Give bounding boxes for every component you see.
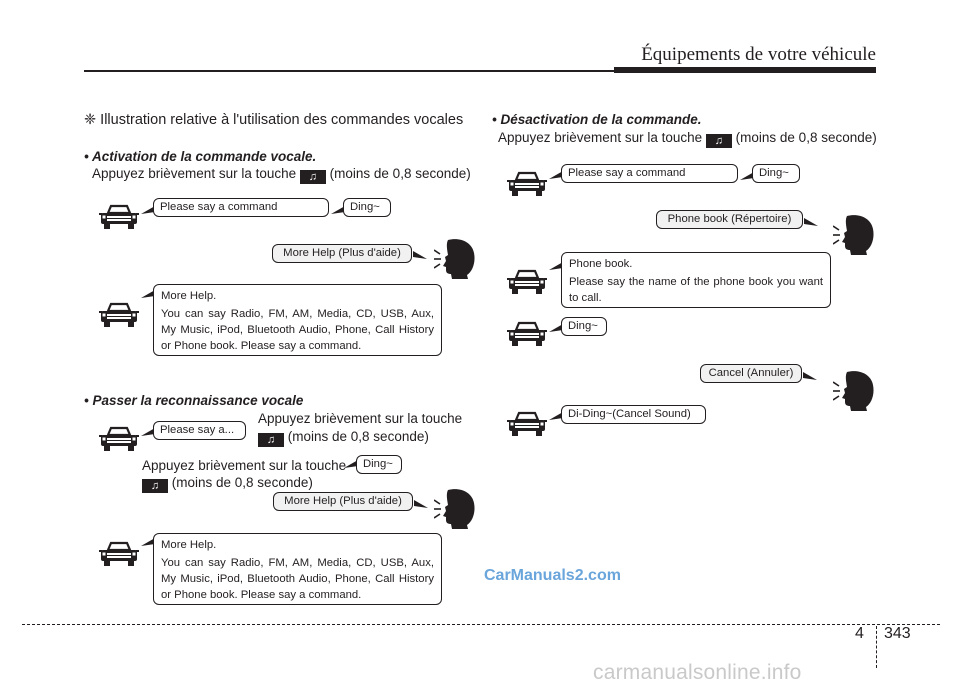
help-response-text: You can say Radio, FM, AM, Media, CD, US… bbox=[161, 308, 434, 352]
user-reply-bubble: Phone book (Répertoire) bbox=[656, 210, 803, 229]
speaking-head-icon bbox=[434, 488, 478, 530]
speaking-head-icon bbox=[833, 370, 877, 412]
footer-rule bbox=[22, 624, 940, 625]
car-icon bbox=[99, 301, 139, 329]
activation-instruction-after: (moins de 0,8 seconde) bbox=[329, 166, 471, 181]
voice-command-key-icon: ♫ bbox=[142, 479, 168, 493]
cancel-sound-bubble: Di-Ding~(Cancel Sound) bbox=[561, 405, 706, 424]
skip-title: • Passer la reconnaissance vocale bbox=[84, 393, 304, 408]
car-icon bbox=[99, 425, 139, 453]
system-prompt-bubble: Please say a... bbox=[153, 421, 246, 440]
system-prompt-bubble: Please say a command bbox=[561, 164, 738, 183]
speaking-head-icon bbox=[833, 214, 877, 256]
car-icon bbox=[507, 410, 547, 438]
watermark-secondary: carmanualsonline.info bbox=[593, 661, 802, 684]
deactivation-instruction-before: Appuyez brièvement sur la touche bbox=[498, 130, 703, 145]
car-icon bbox=[99, 540, 139, 568]
help-response-bubble: More Help. You can say Radio, FM, AM, Me… bbox=[153, 533, 442, 605]
page-number: 343 bbox=[884, 625, 911, 642]
deactivation-instruction-after: (moins de 0,8 seconde) bbox=[735, 130, 877, 145]
skip-note-1-line1: Appuyez brièvement sur la touche bbox=[258, 411, 463, 426]
ding-bubble: Ding~ bbox=[561, 317, 607, 336]
watermark-primary: CarManuals2.com bbox=[484, 567, 621, 584]
section-number: 4 bbox=[855, 625, 864, 642]
bubble-tail bbox=[413, 251, 427, 261]
car-icon bbox=[507, 320, 547, 348]
phonebook-response-bubble: Phone book. Please say the name of the p… bbox=[561, 252, 831, 308]
activation-instruction: Appuyez brièvement sur la touche ♫ (moin… bbox=[92, 166, 471, 184]
illustration-note: ❈ Illustration relative à l'utilisation … bbox=[84, 112, 464, 128]
skip-note-2-after: (moins de 0,8 seconde) bbox=[171, 475, 313, 490]
deactivation-title: • Désactivation de la commande. bbox=[492, 112, 702, 127]
ding-bubble: Ding~ bbox=[752, 164, 800, 183]
bubble-tail bbox=[804, 218, 818, 228]
footer-divider bbox=[876, 626, 877, 668]
user-reply-bubble: Cancel (Annuler) bbox=[700, 364, 802, 383]
car-icon bbox=[507, 268, 547, 296]
deactivation-instruction: Appuyez brièvement sur la touche ♫ (moin… bbox=[498, 130, 877, 148]
voice-command-key-icon: ♫ bbox=[299, 170, 326, 184]
user-reply-bubble: More Help (Plus d'aide) bbox=[272, 244, 412, 263]
system-prompt-bubble: Please say a command bbox=[153, 198, 329, 217]
car-icon bbox=[507, 170, 547, 198]
skip-note-2-line1: Appuyez brièvement sur la touche bbox=[142, 458, 347, 473]
speaking-head-icon bbox=[434, 238, 478, 280]
user-reply-bubble: More Help (Plus d'aide) bbox=[273, 492, 413, 511]
car-icon bbox=[99, 203, 139, 231]
phonebook-response-text: Please say the name of the phone book yo… bbox=[569, 276, 823, 304]
bubble-tail bbox=[803, 372, 817, 382]
bubble-tail bbox=[414, 500, 428, 510]
header-rule-bold bbox=[614, 67, 876, 73]
chapter-title: Équipements de votre véhicule bbox=[641, 44, 876, 65]
skip-note-1-after: (moins de 0,8 seconde) bbox=[287, 429, 429, 444]
help-response-first: More Help. bbox=[161, 539, 217, 551]
header-rule bbox=[84, 70, 614, 72]
activation-title: • Activation de la commande vocale. bbox=[84, 149, 317, 164]
voice-command-key-icon: ♫ bbox=[258, 433, 284, 447]
voice-command-key-icon: ♫ bbox=[705, 134, 732, 148]
ding-bubble: Ding~ bbox=[356, 455, 402, 474]
ding-bubble: Ding~ bbox=[343, 198, 391, 217]
help-response-bubble: More Help. You can say Radio, FM, AM, Me… bbox=[153, 284, 442, 356]
help-response-text: You can say Radio, FM, AM, Media, CD, US… bbox=[161, 557, 434, 601]
activation-instruction-before: Appuyez brièvement sur la touche bbox=[92, 166, 297, 181]
skip-note-2-line2: ♫ (moins de 0,8 seconde) bbox=[142, 475, 313, 493]
phonebook-response-first: Phone book. bbox=[569, 258, 633, 270]
skip-note-1-line2: ♫ (moins de 0,8 seconde) bbox=[258, 429, 429, 447]
help-response-first: More Help. bbox=[161, 290, 217, 302]
